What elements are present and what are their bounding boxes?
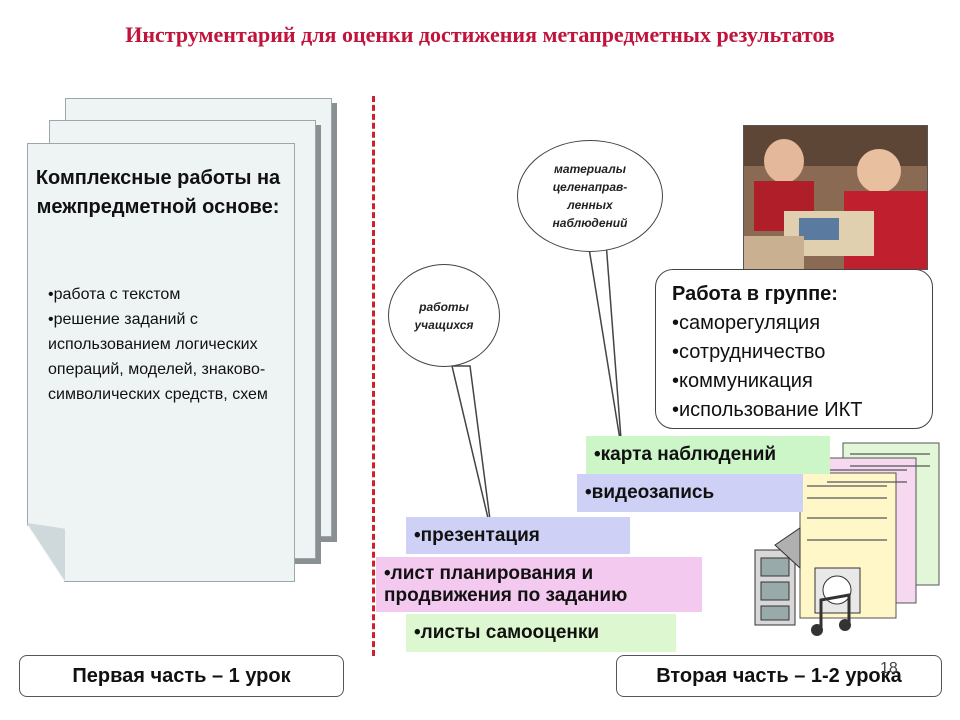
group-work-item: •коммуникация	[672, 370, 813, 392]
tool-presentation: •презентация	[406, 517, 630, 554]
section-divider	[372, 96, 375, 656]
observations-bubble-tail	[587, 241, 623, 453]
observations-bubble: материалы целенаправ-ленных наблюдений	[517, 140, 663, 252]
tool-observation-card: •карта наблюдений	[586, 436, 830, 474]
student-work-bubble-tail	[451, 365, 493, 536]
complex-works-list: •работа с текстом •решение заданий с исп…	[48, 282, 284, 407]
first-part-label: Первая часть – 1 урок	[19, 655, 344, 697]
group-work-heading: Работа в группе:	[672, 283, 838, 305]
front-page-sheet	[27, 143, 295, 582]
complex-works-item: •решение заданий с использованием логиче…	[48, 311, 268, 403]
group-work-item: •использование ИКТ	[672, 399, 863, 421]
group-work-item: •саморегуляция	[672, 312, 821, 334]
page-number: 18	[880, 660, 898, 677]
classroom-photo	[743, 125, 928, 270]
documents-icon	[754, 442, 940, 636]
group-work-item: •сотрудничество	[672, 341, 826, 363]
group-work-box: Работа в группе: •саморегуляция •сотрудн…	[655, 269, 933, 429]
complex-works-item: •работа с текстом	[48, 286, 181, 303]
second-part-label: Вторая часть – 1-2 урока	[616, 655, 942, 697]
student-work-bubble: работы учащихся	[388, 264, 500, 367]
complex-works-heading: Комплексные работы на межпредметной осно…	[35, 167, 281, 218]
tool-self-assessment: •листы самооценки	[406, 614, 676, 652]
page-title: Инструментарий для оценки достижения мет…	[125, 22, 835, 47]
tool-planning-sheet: •лист планирования и продвижения по зада…	[376, 557, 702, 612]
tool-video-recording: •видеозапись	[577, 474, 803, 512]
